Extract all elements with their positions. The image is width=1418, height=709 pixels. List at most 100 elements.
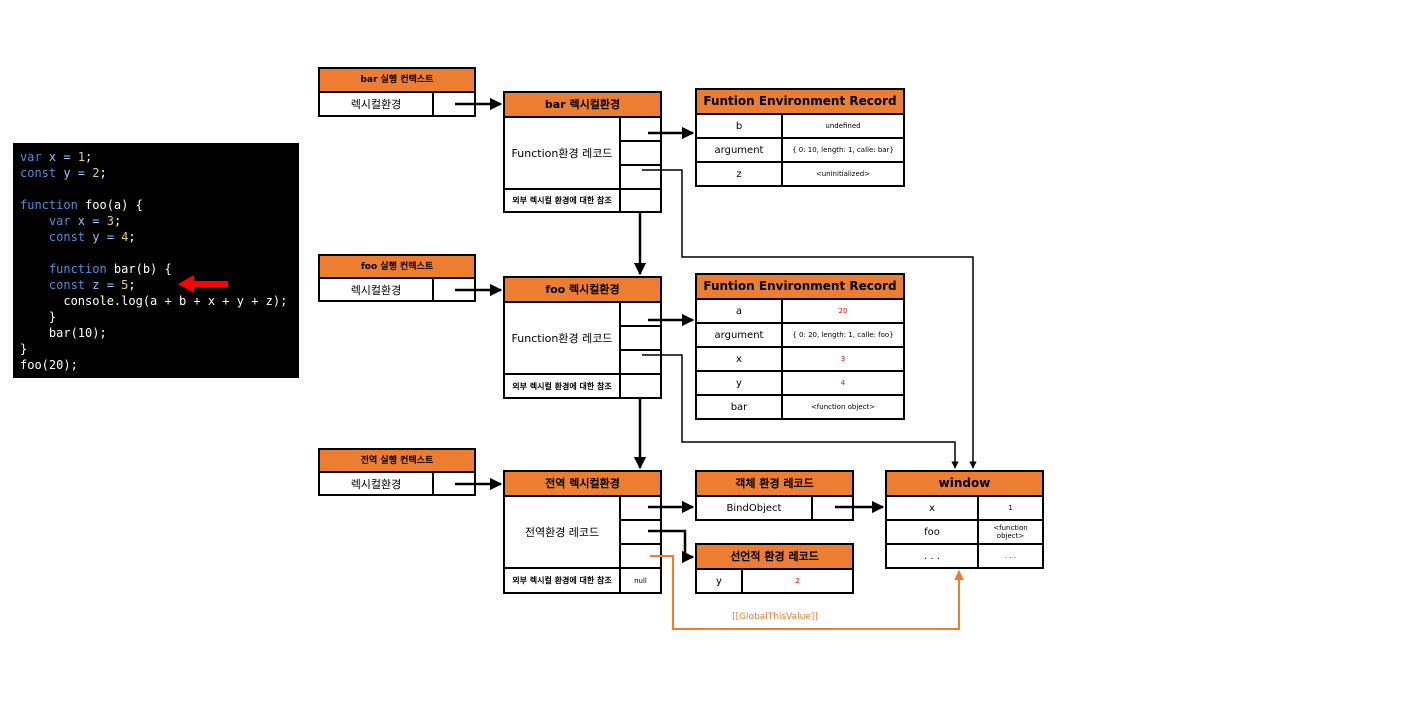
bar-outer-ref-label: 외부 렉시컬 환경에 대한 참조 [503,188,621,213]
foo-record-key: argument [695,322,783,348]
window-row-value: . . . [977,543,1044,569]
bar-record-value: { 0: 10, length: 1, calle: bar} [781,137,905,163]
window-row-key: . . . [885,543,979,569]
foo-record-value: { 0: 20, length: 1, calle: foo} [781,322,905,348]
code-line: } [20,309,299,325]
code-token: x = [41,150,78,164]
foo-record-key: x [695,346,783,372]
code-line: function bar(b) { [20,261,299,277]
global-exec-context-lex-label: 렉시컬환경 [318,471,434,496]
code-token: } [20,342,28,356]
foo-outer-ref-label: 외부 렉시컬 환경에 대한 참조 [503,373,621,399]
code-line [20,245,299,261]
code-line: const z = 5; [20,277,299,293]
window-row-value: 1 [977,495,1044,521]
bar-exec-context-lex-slot [432,91,476,117]
foo-record-value: 3 [781,346,905,372]
foo-record-value: <function object> [781,394,905,420]
code-token: 1 [77,150,86,164]
bar-function-record-label: Function환경 레코드 [503,116,621,190]
bar-record-slot-1 [619,116,662,142]
code-line [20,181,299,197]
foo-record-slot-2 [619,325,662,351]
code-token: y = [56,166,93,180]
bar-record-slot-2 [619,140,662,166]
code-line: var x = 3; [20,213,299,229]
global-outer-ref-label: 외부 렉시컬 환경에 대한 참조 [503,567,621,594]
code-line: console.log(a + b + x + y + z); [20,293,299,309]
bar-env-record-title: Funtion Environment Record [695,88,905,115]
bind-object-label: BindObject [695,495,813,521]
foo-record-key: y [695,370,783,396]
decl-env-record-title: 선언적 환경 레코드 [695,543,854,570]
code-token: foo(20); [20,358,78,372]
code-token: const [20,230,86,244]
code-token: const [20,278,86,292]
foo-exec-context-lex-slot [432,277,476,302]
code-line: const y = 2; [20,165,299,181]
foo-lex-env-title: foo 렉시컬환경 [503,276,662,303]
global-outer-ref-value: null [619,567,662,594]
foo-record-slot-1 [619,301,662,327]
code-line: function foo(a) { [20,197,299,213]
code-token: ; [113,214,122,228]
code-token: ; [128,278,136,292]
foo-function-record-label: Function환경 레코드 [503,301,621,375]
code-token: ; [128,230,136,244]
code-token: const [20,166,57,180]
global-record-slot-3 [619,543,662,569]
code-panel: var x = 1;const y = 2;function foo(a) { … [13,143,299,378]
foo-outer-ref-slot [619,373,662,399]
code-lines: var x = 1;const y = 2;function foo(a) { … [20,149,299,373]
bar-exec-context-title: bar 실행 컨텍스트 [318,67,476,93]
code-token: foo(a) { [77,198,143,212]
code-token: 3 [106,214,114,228]
decl-record-key: y [695,568,743,594]
window-row-value: <function object> [977,519,1044,545]
code-token: console.log(a + b + x + y + z); [20,294,288,308]
foo-record-slot-3 [619,349,662,375]
window-row-key: x [885,495,979,521]
global-lex-env-title: 전역 렉시컬환경 [503,470,662,497]
bar-record-slot-3 [619,164,662,190]
code-line: var x = 1; [20,149,299,165]
global-exec-context-lex-slot [432,471,476,496]
bar-record-key: z [695,161,783,187]
bar-record-key: argument [695,137,783,163]
global-record-label: 전역환경 레코드 [503,495,621,569]
code-line: bar(10); [20,325,299,341]
global-exec-context-title: 전역 실행 컨텍스트 [318,448,476,474]
decl-record-value: 2 [741,568,854,594]
code-line: const y = 4; [20,229,299,245]
bar-outer-ref-slot [619,188,662,213]
foo-record-value: 4 [781,370,905,396]
object-env-record-title: 객체 환경 레코드 [695,470,854,497]
foo-record-key: bar [695,394,783,420]
code-token: function [20,198,78,212]
code-token: function [20,262,107,276]
global-record-slot-1 [619,495,662,521]
bar-record-value: <uninitialized> [781,161,905,187]
code-token: 4 [121,230,129,244]
foo-exec-context-lex-label: 렉시컬환경 [318,277,434,302]
foo-record-value: 20 [781,298,905,324]
bar-record-key: b [695,113,783,139]
code-token: y = [85,230,122,244]
code-token: 2 [92,166,100,180]
code-token: bar(10); [20,326,107,340]
code-token: z = [85,278,122,292]
global-this-value-label: [[GlobalThisValue]] [732,612,818,622]
foo-record-key: a [695,298,783,324]
code-token: } [20,310,57,324]
code-token: var [20,150,42,164]
code-line: } [20,341,299,357]
code-line: foo(20); [20,357,299,373]
bar-record-value: undefined [781,113,905,139]
code-token: var [20,214,71,228]
bar-lex-env-title: bar 렉시컬환경 [503,91,662,118]
code-token: x = [70,214,107,228]
foo-env-record-title: Funtion Environment Record [695,273,905,300]
window-title: window [885,470,1044,497]
code-token: bar(b) { [106,262,172,276]
code-token: ; [99,166,107,180]
